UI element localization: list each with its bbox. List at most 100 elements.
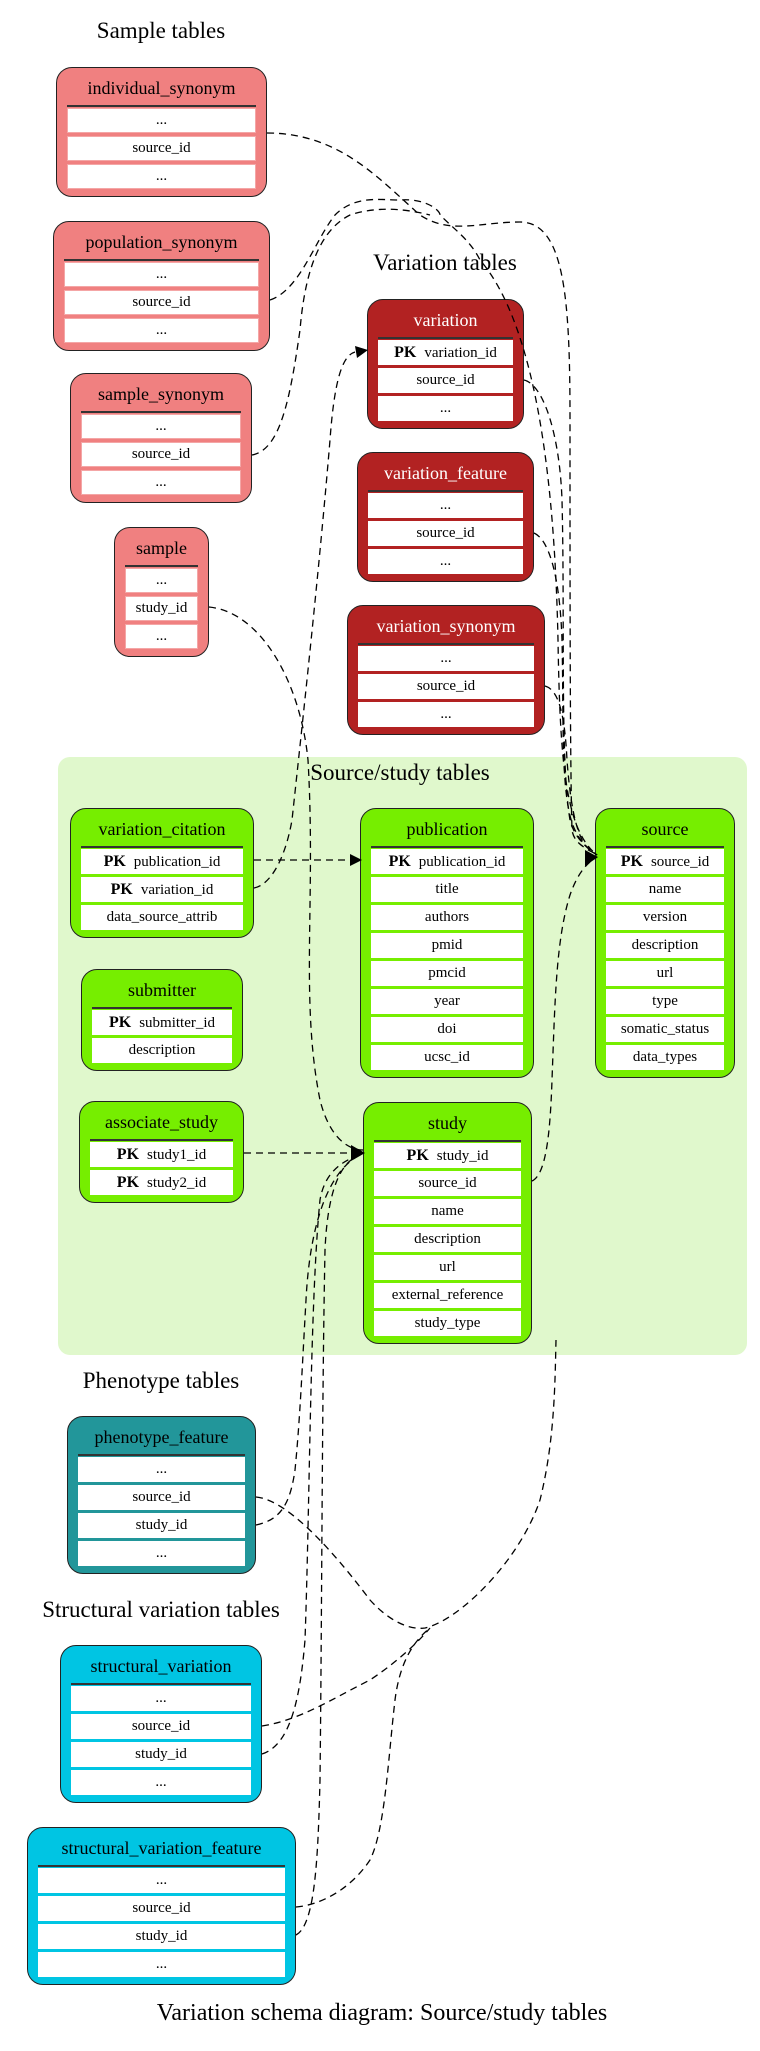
table-row[interactable]: ... xyxy=(67,164,256,189)
table-row[interactable]: name xyxy=(374,1199,521,1224)
table-row[interactable]: ucsc_id xyxy=(371,1045,523,1070)
table-row[interactable]: pmcid xyxy=(371,961,523,986)
column-name: source_id xyxy=(650,854,710,870)
table-row[interactable]: description xyxy=(606,933,724,958)
table-row[interactable]: description xyxy=(92,1038,232,1063)
table-row[interactable]: study_type xyxy=(374,1311,521,1336)
table-row[interactable]: ... xyxy=(81,414,241,439)
table-row[interactable]: source_id xyxy=(67,136,256,161)
table-row[interactable]: source_id xyxy=(78,1485,245,1510)
table-row[interactable]: source_id xyxy=(358,674,534,699)
table-row[interactable]: authors xyxy=(371,905,523,930)
primary-key-badge: PK xyxy=(388,853,411,870)
table-row[interactable]: ... xyxy=(81,470,241,495)
table-row[interactable]: study_id xyxy=(125,596,198,621)
table-row[interactable]: ... xyxy=(38,1952,285,1977)
table-individual-synonym[interactable]: individual_synonym...source_id... xyxy=(56,67,267,197)
table-row[interactable]: ... xyxy=(38,1868,285,1893)
column-name: ... xyxy=(155,418,167,434)
table-row[interactable]: version xyxy=(606,905,724,930)
table-row[interactable]: study_id xyxy=(71,1742,251,1767)
table-row[interactable]: data_source_attrib xyxy=(81,905,243,930)
table-row[interactable]: source_id xyxy=(81,442,241,467)
table-row[interactable]: ... xyxy=(71,1770,251,1795)
table-row[interactable]: url xyxy=(374,1255,521,1280)
column-name: doi xyxy=(437,1021,457,1037)
column-name: ucsc_id xyxy=(424,1049,470,1065)
table-name: variation xyxy=(413,310,478,330)
table-row[interactable]: study_id xyxy=(78,1513,245,1538)
table-row[interactable]: ... xyxy=(358,702,534,727)
table-row[interactable]: source_id xyxy=(374,1171,521,1196)
table-name: variation_feature xyxy=(384,463,507,483)
table-sample-synonym[interactable]: sample_synonym...source_id... xyxy=(70,373,252,503)
table-row[interactable]: name xyxy=(606,877,724,902)
table-row[interactable]: ... xyxy=(368,549,523,574)
table-row[interactable]: pmid xyxy=(371,933,523,958)
table-row[interactable]: source_id xyxy=(64,290,259,315)
table-name: publication xyxy=(406,819,488,839)
table-structural-variation-feature[interactable]: structural_variation_feature...source_id… xyxy=(27,1827,296,1985)
table-row[interactable]: ... xyxy=(378,396,513,421)
table-row[interactable]: title xyxy=(371,877,523,902)
table-row[interactable]: url xyxy=(606,961,724,986)
table-row[interactable]: ... xyxy=(78,1541,245,1566)
table-row[interactable]: source_id xyxy=(368,521,523,546)
table-row[interactable]: ... xyxy=(64,262,259,287)
column-name: url xyxy=(439,1259,456,1275)
table-row[interactable]: ... xyxy=(368,493,523,518)
table-row[interactable]: ... xyxy=(358,646,534,671)
table-row[interactable]: ... xyxy=(67,108,256,133)
primary-key-badge: PK xyxy=(406,1147,429,1164)
table-row[interactable]: type xyxy=(606,989,724,1014)
table-row[interactable]: ... xyxy=(64,318,259,343)
table-variation-synonym[interactable]: variation_synonym...source_id... xyxy=(347,605,545,735)
table-sample[interactable]: sample...study_id... xyxy=(114,527,209,657)
table-row[interactable]: description xyxy=(374,1227,521,1252)
table-row[interactable]: ... xyxy=(71,1686,251,1711)
table-row[interactable]: somatic_status xyxy=(606,1017,724,1042)
table-row[interactable]: source_id xyxy=(71,1714,251,1739)
table-row[interactable]: external_reference xyxy=(374,1283,521,1308)
table-row[interactable]: year xyxy=(371,989,523,1014)
table-row[interactable]: doi xyxy=(371,1017,523,1042)
column-name: type xyxy=(652,993,678,1009)
table-header-divider xyxy=(38,1865,285,1867)
column-name: data_types xyxy=(632,1049,698,1065)
column-name: ... xyxy=(155,1872,168,1888)
table-rows: ... source_id study_id... xyxy=(78,1457,245,1569)
table-row[interactable]: ... xyxy=(125,568,198,593)
table-row[interactable]: data_types xyxy=(606,1045,724,1070)
table-row[interactable]: ... xyxy=(125,624,198,649)
table-row[interactable]: source_id xyxy=(378,368,513,393)
diagram-caption: Variation schema diagram: Source/study t… xyxy=(156,2000,608,2026)
column-name: authors xyxy=(424,909,470,925)
table-row[interactable]: study_id xyxy=(38,1924,285,1949)
group-title-sample: Sample tables xyxy=(96,18,226,43)
table-variation-feature[interactable]: variation_feature... source_id... xyxy=(357,452,534,582)
table-rows: ... source_id study_id... xyxy=(71,1686,251,1798)
table-row[interactable]: ... xyxy=(78,1457,245,1482)
column-name: name xyxy=(431,1203,464,1219)
table-header-divider xyxy=(371,846,523,848)
table-row[interactable]: source_id xyxy=(38,1896,285,1921)
table-population-synonym[interactable]: population_synonym...source_id... xyxy=(53,221,270,351)
